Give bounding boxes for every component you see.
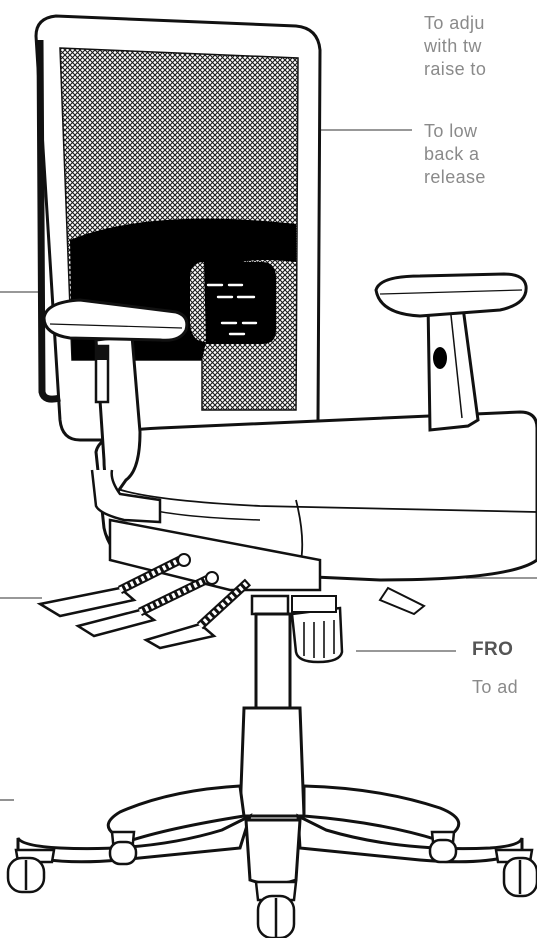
backrest-instruction-line-4: To low <box>424 120 477 143</box>
backrest-instruction-line-6: release <box>424 166 486 189</box>
right-armrest <box>376 274 526 430</box>
caster-rear-right <box>430 832 456 862</box>
front-knob <box>292 596 342 662</box>
caster-front <box>256 882 296 938</box>
armrest-button <box>433 347 447 369</box>
backrest-instruction-line-5: back a <box>424 143 479 166</box>
caster-left <box>8 850 54 892</box>
backrest-instruction-line-1: To adju <box>424 12 485 35</box>
armrest-lever <box>96 346 108 360</box>
front-knob-title: FRO <box>472 638 513 661</box>
front-knob-instruction: To ad <box>472 676 518 699</box>
caster-right <box>496 850 537 896</box>
backrest <box>36 16 320 440</box>
backrest-instruction-line-2: with tw <box>424 35 482 58</box>
caster-rear-left <box>110 832 136 864</box>
backrest-instruction-line-3: raise to <box>424 58 486 81</box>
